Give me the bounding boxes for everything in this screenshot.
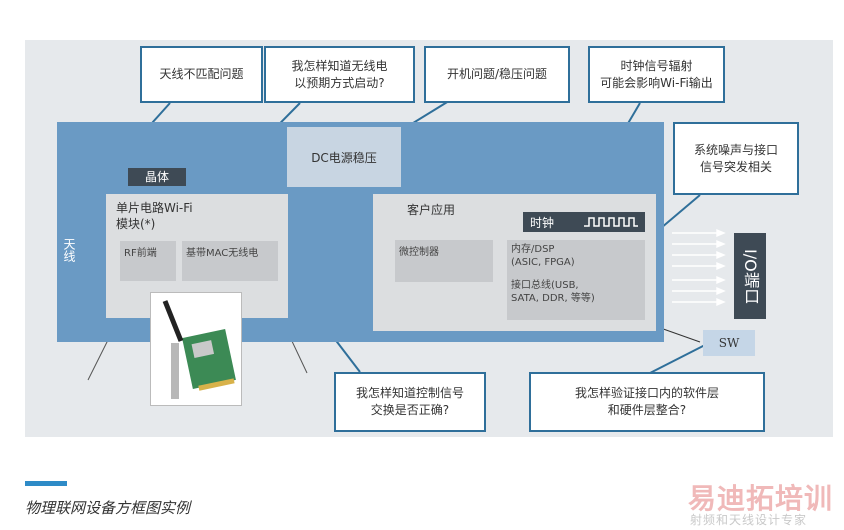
- callout-control-signal: 我怎样知道控制信号 交换是否正确?: [334, 372, 486, 432]
- microcontroller-block: 微控制器: [395, 240, 493, 282]
- customer-app-label: 客户应用: [407, 203, 456, 217]
- antenna-label: 天线: [62, 238, 76, 262]
- caption-accent-bar: [25, 481, 67, 486]
- wifi-card-photo: [150, 292, 242, 406]
- interface-bus-label: 接口总线(USB, SATA, DDR, 等等): [511, 280, 595, 304]
- baseband-mac-block: 基带MAC无线电: [182, 241, 278, 281]
- wifi-module-label: 单片电路Wi-Fi 模块(*): [116, 201, 193, 231]
- callout-sw-hw-integration: 我怎样验证接口内的软件层 和硬件层整合?: [529, 372, 765, 432]
- callout-wifi-start: 我怎样知道无线电 以预期方式启动?: [264, 46, 415, 103]
- watermark-subtitle: 射频和天线设计专家: [690, 513, 808, 527]
- io-port-block: I/O端口: [734, 233, 766, 319]
- sw-callout-pointer: [649, 344, 706, 374]
- io-arrows: [672, 228, 726, 307]
- watermark-logo: 易迪拓培训: [688, 482, 834, 515]
- crystal-tag: 晶体: [128, 168, 186, 186]
- clock-waveform-icon: [584, 217, 638, 227]
- clock-block: 时钟: [523, 212, 645, 232]
- callout-power-issue: 开机问题/稳压问题: [424, 46, 570, 103]
- memory-dsp-block: 内存/DSP (ASIC, FPGA) 接口总线(USB, SATA, DDR,…: [507, 240, 645, 320]
- clock-label: 时钟: [530, 216, 555, 230]
- figure-caption: 物理联网设备方框图实例: [25, 499, 191, 517]
- rf-frontend-block: RF前端: [120, 241, 176, 281]
- callout-clock-radiation: 时钟信号辐射 可能会影响Wi-Fi输出: [588, 46, 725, 103]
- customer-app-block: 客户应用 时钟 微控制器 内存/DSP (ASIC, FPGA) 接口总线(US…: [373, 194, 656, 331]
- memory-dsp-label: 内存/DSP (ASIC, FPGA): [511, 244, 575, 268]
- sw-block: SW: [703, 330, 755, 356]
- dc-regulator-block: DC电源稳压: [287, 127, 401, 187]
- callout-antenna-mismatch: 天线不匹配问题: [140, 46, 263, 103]
- callout-noise-correlation: 系统噪声与接口 信号突发相关: [673, 122, 799, 195]
